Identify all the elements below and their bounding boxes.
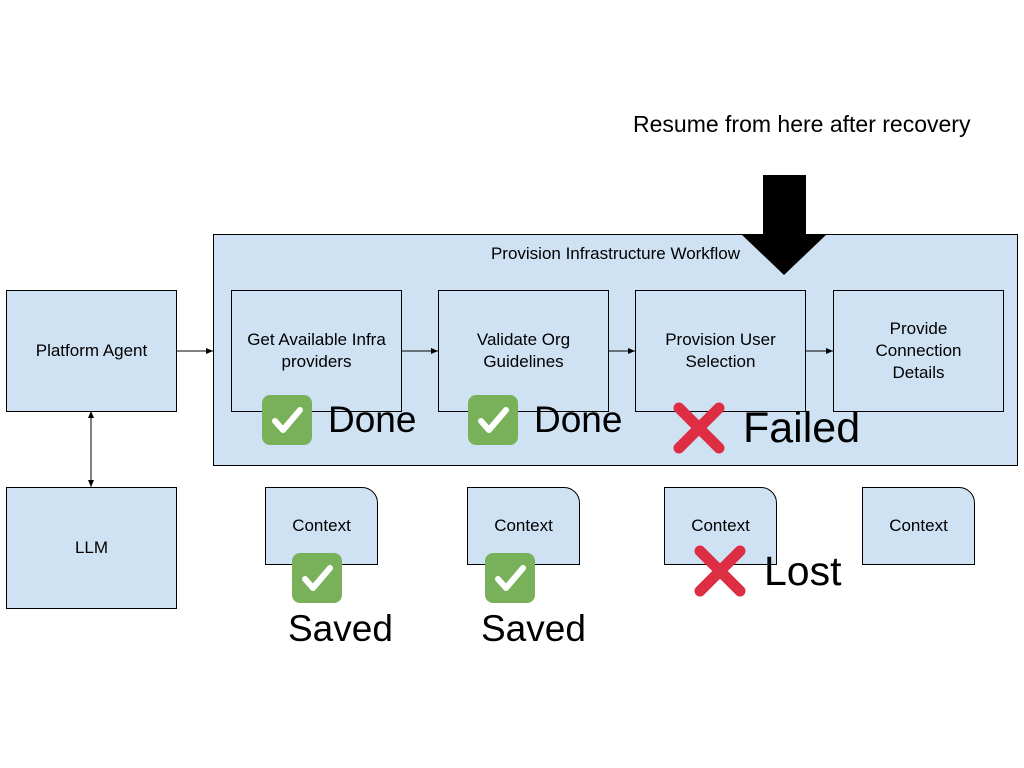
step-validate-org-guidelines: Validate Org Guidelines xyxy=(438,290,609,412)
platform-agent-box: Platform Agent xyxy=(6,290,177,412)
workflow-title: Provision Infrastructure Workflow xyxy=(490,244,741,263)
check-mark-icon xyxy=(485,553,535,603)
step-get-infra-providers: Get Available Infra providers xyxy=(231,290,402,412)
context-3-status: Lost xyxy=(692,543,842,599)
context-2-status-text: Saved xyxy=(481,608,586,649)
resume-down-arrow-icon xyxy=(741,175,827,275)
step-2-status: Done xyxy=(468,395,622,445)
context-box-1: Context xyxy=(265,487,378,565)
cross-mark-icon xyxy=(671,400,727,456)
step-provide-connection-details: Provide Connection Details xyxy=(833,290,1004,412)
step-provision-user-selection: Provision User Selection xyxy=(635,290,806,412)
resume-annotation: Resume from here after recovery xyxy=(633,111,971,137)
context-box-2: Context xyxy=(467,487,580,565)
step-1-status: Done xyxy=(262,395,416,445)
cross-mark-icon xyxy=(692,543,748,599)
llm-box: LLM xyxy=(6,487,177,609)
context-box-4: Context xyxy=(862,487,975,565)
step-3-status: Failed xyxy=(671,400,860,456)
check-mark-icon xyxy=(468,395,518,445)
context-1-status-text: Saved xyxy=(288,608,393,649)
context-box-3: Context xyxy=(664,487,777,565)
check-mark-icon xyxy=(292,553,342,603)
check-mark-icon xyxy=(262,395,312,445)
